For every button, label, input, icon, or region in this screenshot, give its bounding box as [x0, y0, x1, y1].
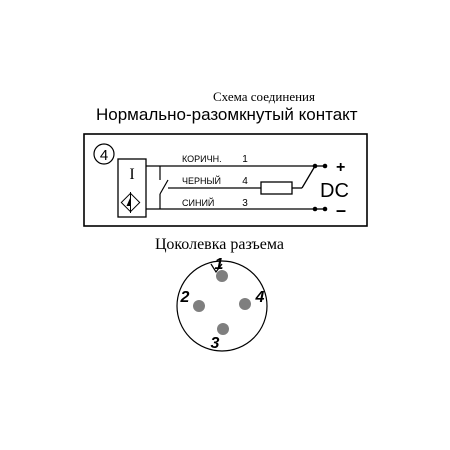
wire-label-brown: КОРИЧН. [182, 154, 222, 164]
inductive-sensor-icon [120, 192, 141, 213]
connector-pin-1 [216, 270, 228, 282]
connector-pin-label-2: 2 [180, 289, 190, 306]
sensor-block [117, 158, 147, 218]
index-circle [93, 143, 115, 165]
connector-title: Цоколевка разъема [155, 236, 285, 253]
connector-pin-4 [239, 298, 251, 310]
wire-pin-blue: 3 [242, 198, 248, 209]
index-number: 4 [100, 147, 108, 164]
connector-pinout: 1 2 4 3 [176, 256, 268, 352]
connector-outline [176, 260, 268, 352]
connector-pin-label-1: 1 [215, 256, 224, 273]
wire-load-return [301, 165, 316, 189]
scheme-frame [83, 133, 368, 227]
connector-pin-2 [193, 300, 205, 312]
scheme-title: Нормально-разомкнутый контакт [96, 105, 358, 124]
wire-label-blue: СИНИЙ [182, 197, 214, 208]
supply-label: DC [320, 180, 349, 202]
load-resistor [260, 181, 293, 195]
minus-sign: – [336, 200, 346, 220]
wire-pin-black: 4 [242, 176, 248, 187]
scheme-caption: Схема соединения [213, 89, 315, 104]
sensor-letter: I [129, 166, 134, 183]
switch-contact-icon [159, 166, 180, 209]
connector-pin-3 [217, 323, 229, 335]
connector-pin-label-4: 4 [255, 289, 265, 306]
connector-key-notch [210, 263, 223, 274]
wire-pin-brown: 1 [242, 154, 248, 165]
connector-pin-label-3: 3 [211, 335, 220, 352]
wire-label-black: ЧЕРНЫЙ [182, 175, 221, 186]
plus-sign: + [336, 159, 345, 176]
